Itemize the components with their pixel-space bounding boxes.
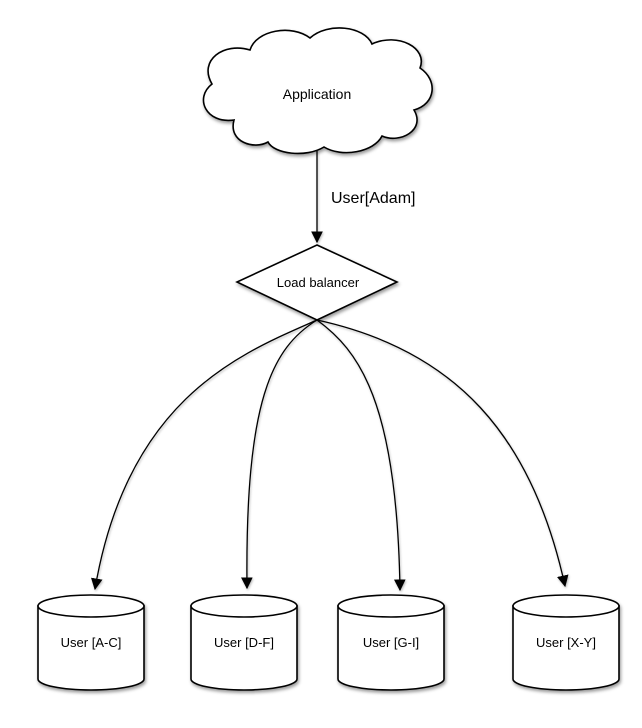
cylinder-body (512, 605, 620, 691)
shard-cylinder-gi: User [G-I] (337, 594, 445, 691)
edge-loadbalancer-to-shard-ac (91, 319, 318, 591)
cylinder-top (512, 594, 620, 618)
cylinder-top (37, 594, 145, 618)
edge-loadbalancer-to-shard-gi (316, 319, 406, 592)
application-label: Application (283, 86, 352, 102)
shard-label: User [A-C] (61, 635, 122, 650)
cylinder-body (337, 605, 445, 691)
cloud-shape (202, 27, 433, 155)
diamond-shape (235, 244, 399, 321)
request-edge-label: User[Adam] (331, 190, 415, 207)
cylinder-top (190, 594, 298, 618)
connector-group (91, 151, 569, 592)
shard-cylinder-xy: User [X-Y] (512, 594, 620, 691)
edge-loadbalancer-to-shard-df (241, 319, 318, 590)
shard-label: User [X-Y] (536, 635, 596, 650)
shard-label: User [D-F] (214, 635, 274, 650)
shard-cylinder-df: User [D-F] (190, 594, 298, 691)
load-balancer-label: Load balancer (277, 275, 360, 290)
load-balancer-node: Load balancer (235, 244, 399, 321)
cylinder-body (190, 605, 298, 691)
cylinder-top (337, 594, 445, 618)
shard-cylinder-ac: User [A-C] (37, 594, 145, 691)
cylinder-body (37, 605, 145, 691)
shard-label: User [G-I] (363, 635, 419, 650)
edge-loadbalancer-to-shard-xy (316, 319, 569, 588)
application-cloud-node: Application (202, 27, 433, 155)
